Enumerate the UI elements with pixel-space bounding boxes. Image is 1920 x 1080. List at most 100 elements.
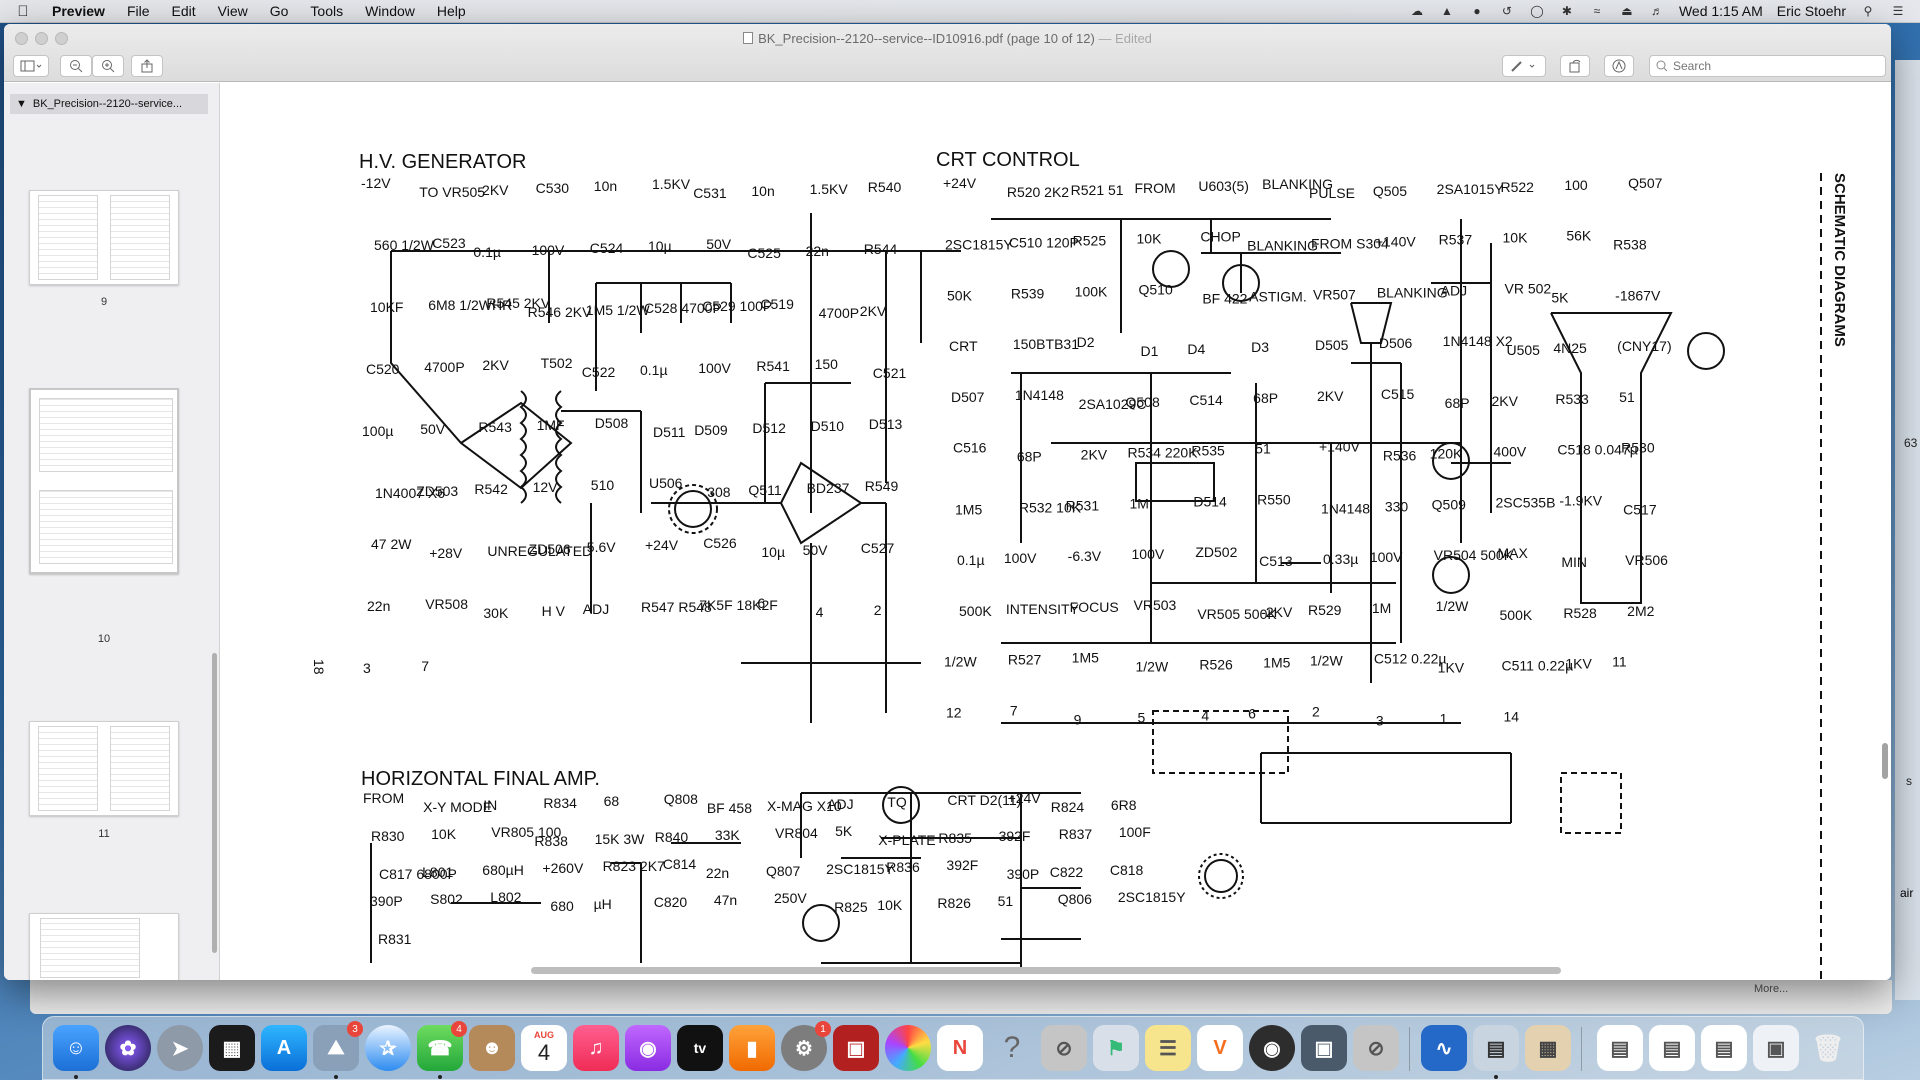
hfa-component-label: 5K (835, 823, 853, 839)
app-store-icon[interactable]: A (261, 1025, 307, 1071)
background-window (30, 980, 1892, 1014)
podcasts-icon[interactable]: ◉ (625, 1025, 671, 1071)
page-thumbnail-10[interactable] (29, 388, 179, 574)
safari-icon[interactable]: ✰ (365, 1025, 411, 1071)
vivaldi-icon[interactable]: V (1197, 1025, 1243, 1071)
clock-icon[interactable]: ◯ (1530, 4, 1544, 18)
zoom-out-button[interactable] (60, 55, 92, 77)
menu-file[interactable]: File (126, 3, 150, 19)
disabled-app-icon[interactable]: ⊘ (1353, 1025, 1399, 1071)
photos-icon[interactable] (885, 1025, 931, 1071)
crt-component-label: Q508 (1126, 394, 1160, 410)
trash-icon[interactable]: 🗑 (1811, 1032, 1845, 1063)
music-icon[interactable]: ♫ (573, 1025, 619, 1071)
rotate-button[interactable] (1560, 55, 1590, 77)
search-field[interactable] (1649, 55, 1886, 77)
sync-icon[interactable]: ● (1473, 4, 1481, 18)
zoom-button[interactable] (55, 32, 68, 45)
wifi-icon[interactable]: ≈ (1593, 4, 1601, 18)
screenshot-icon[interactable]: ▣ (1301, 1025, 1347, 1071)
crt-component-label: 500K (1500, 607, 1533, 623)
document-vertical-scrollbar[interactable] (1882, 743, 1888, 779)
cloud-icon[interactable]: ☁ (1410, 4, 1423, 18)
zoom-in-button[interactable] (92, 55, 124, 77)
time-machine-icon[interactable]: ↺ (1501, 4, 1512, 18)
spotlight-icon[interactable]: ⚲ (1863, 4, 1873, 18)
page-thumbnail-11[interactable] (29, 721, 179, 816)
preview-document-icon[interactable]: ▤ (1473, 1025, 1519, 1071)
minimize-button[interactable] (35, 32, 48, 45)
downloads-stack-icon[interactable]: ∿ (1421, 1025, 1467, 1071)
crt-component-label: 1KV (1565, 656, 1592, 672)
mission-control-icon[interactable]: ▦ (209, 1025, 255, 1071)
crt-component-label: R528 (1563, 605, 1597, 621)
menu-tools[interactable]: Tools (310, 3, 344, 19)
crt-component-label: 2SA1015Y (1437, 181, 1505, 197)
drive-icon[interactable]: ▲ (1441, 4, 1453, 18)
window-stack-icon[interactable]: ▣ (1753, 1025, 1799, 1071)
hfa-component-label: R830 (371, 828, 405, 844)
crt-component-label: FOCUS (1070, 599, 1119, 615)
sidebar-scrollbar[interactable] (212, 653, 217, 953)
crt-component-label: 2 (1312, 703, 1320, 719)
hfa-component-label: X-Y MODE (423, 799, 492, 815)
menubar-user[interactable]: Eric Stoehr (1776, 3, 1846, 19)
page-thumbnail-9[interactable] (29, 190, 179, 285)
launchpad-icon[interactable]: ➤ (157, 1025, 203, 1071)
help-glyph: ? (1003, 1031, 1021, 1064)
search-input[interactable] (1673, 59, 1873, 73)
document-horizontal-scrollbar[interactable] (531, 967, 1561, 974)
news-icon[interactable]: N (937, 1025, 983, 1071)
tv-label: tv (693, 1040, 707, 1056)
books-icon[interactable]: ▮ (729, 1025, 775, 1071)
menu-edit[interactable]: Edit (171, 3, 196, 19)
system-preferences-icon[interactable]: ⚙1 (781, 1021, 831, 1071)
menu-help[interactable]: Help (436, 3, 466, 19)
menubar-clock[interactable]: Wed 1:15 AM (1678, 3, 1763, 19)
notes-icon[interactable]: ☰ (1145, 1025, 1191, 1071)
hv-component-label: R549 (865, 478, 899, 494)
share-button[interactable] (131, 55, 163, 77)
finder-icon[interactable]: ☺ (53, 1025, 99, 1071)
menu-view[interactable]: View (217, 3, 248, 19)
camera-app-icon[interactable]: ◉ (1249, 1025, 1295, 1071)
maps-icon[interactable]: ⚑ (1093, 1025, 1139, 1071)
siri-icon[interactable]: ✿ (105, 1025, 151, 1071)
hv-component-label: D508 (595, 415, 629, 431)
apple-menu-icon[interactable]:  (0, 3, 34, 20)
eject-icon[interactable]: ⏏ (1621, 4, 1633, 18)
sidebar-toggle-button[interactable] (13, 55, 49, 77)
close-button[interactable] (15, 32, 28, 45)
contacts-icon[interactable]: ☻ (469, 1025, 515, 1071)
menu-window[interactable]: Window (365, 3, 415, 19)
help-icon[interactable]: ? (989, 1025, 1035, 1071)
calendar-icon[interactable]: AUG 4 (521, 1025, 567, 1071)
stack-icon[interactable]: ▦ (1525, 1025, 1571, 1071)
notification-center-icon[interactable]: ☰ (1892, 4, 1904, 18)
bluetooth-icon[interactable]: ✱ (1561, 4, 1572, 18)
facetime-icon[interactable]: ☎4 (417, 1021, 467, 1071)
markup-button[interactable] (1502, 55, 1546, 77)
volume-icon[interactable]: ♬ (1650, 4, 1663, 18)
document-stack-icon[interactable]: ▤ (1597, 1025, 1643, 1071)
hv-component-label: C527 (861, 540, 895, 556)
hfa-component-label: BF 458 (707, 800, 752, 816)
hv-component-label: 4700P (424, 359, 464, 375)
hv-component-label: 50V (420, 421, 446, 437)
menu-go[interactable]: Go (269, 3, 289, 19)
dock-separator (1581, 1027, 1582, 1071)
utility-icon[interactable]: ⊘ (1041, 1025, 1087, 1071)
document-stack-icon-3[interactable]: ▤ (1701, 1025, 1747, 1071)
menu-app-name[interactable]: Preview (52, 3, 105, 19)
photo-booth-icon[interactable]: ▣ (833, 1025, 879, 1071)
photos-preview-icon[interactable]: ⛰3 (313, 1021, 363, 1071)
tv-icon[interactable]: tv (677, 1025, 723, 1071)
hv-component-label: 10n (594, 178, 617, 194)
annotate-button[interactable] (1604, 55, 1634, 77)
sidebar-document-header[interactable]: ▼ BK_Precision--2120--service... (10, 94, 208, 114)
disclosure-triangle-icon[interactable]: ▼ (16, 98, 27, 110)
document-stack-icon-2[interactable]: ▤ (1649, 1025, 1695, 1071)
page-thumbnail-12[interactable] (29, 913, 179, 980)
more-label[interactable]: More... (1754, 983, 1789, 995)
